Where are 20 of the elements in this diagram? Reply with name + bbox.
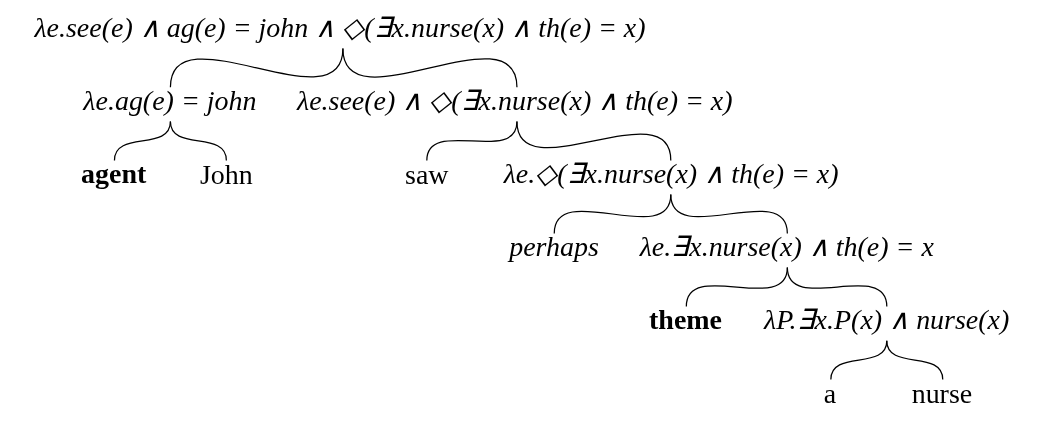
node-text: a [823, 378, 837, 410]
node-text: saw [405, 159, 449, 191]
node-text: λe.◇(∃x.nurse(x) ∧ th(e) = x) [503, 157, 839, 189]
node-text: nurse [911, 378, 973, 410]
node-text: theme [649, 303, 723, 335]
connector [516, 120, 672, 161]
node-text: λP.∃x.P(x) ∧ nurse(x) [764, 303, 1010, 335]
connector [670, 193, 788, 235]
node-text: λe.∃x.nurse(x) ∧ th(e) = x [639, 230, 934, 262]
connector [886, 340, 944, 381]
node-text: agent [81, 157, 147, 189]
node-text: λe.see(e) ∧ ◇(∃x.nurse(x) ∧ th(e) = x) [297, 84, 733, 116]
node-text: John [199, 159, 253, 191]
node-text: perhaps [509, 230, 599, 262]
connector [786, 267, 888, 308]
node-text: λe.see(e) ∧ ag(e) = john ∧ ◇(∃x.nurse(x) ∧ th(e) = x) [34, 11, 646, 43]
connector [342, 47, 518, 88]
node-text: λe.ag(e) = john [83, 84, 257, 116]
connector [169, 120, 227, 161]
connector [685, 267, 788, 308]
